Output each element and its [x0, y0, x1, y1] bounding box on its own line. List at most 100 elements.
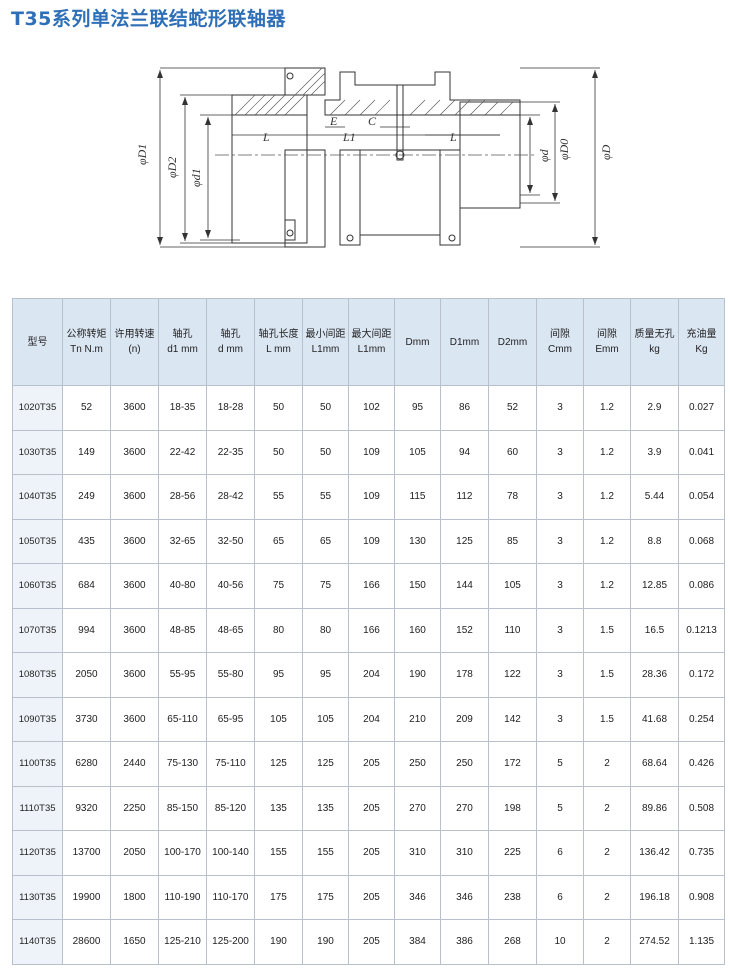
table-cell: 270 — [440, 785, 489, 831]
table-cell: 178 — [440, 652, 489, 698]
table-cell: 5 — [536, 741, 584, 787]
model-cell: 1030T35 — [12, 429, 63, 475]
table-cell: 149 — [62, 429, 111, 475]
table-cell: 85-120 — [206, 785, 255, 831]
table-cell: 89.86 — [630, 785, 679, 831]
column-header-line: D1mm — [449, 336, 480, 348]
table-cell: 10 — [536, 919, 584, 965]
table-cell: 384 — [394, 919, 441, 965]
table-cell: 95 — [394, 385, 441, 431]
label-D1: φD1 — [135, 144, 149, 165]
table-cell: 32-65 — [158, 518, 207, 564]
table-cell: 75 — [302, 563, 349, 609]
table-cell: 136.42 — [630, 830, 679, 876]
table-cell: 85 — [488, 518, 537, 564]
column-header-line: D2mm — [497, 336, 528, 348]
label-d: φd — [537, 148, 551, 162]
table-cell: 48-85 — [158, 607, 207, 653]
table-cell: 50 — [254, 429, 303, 475]
table-cell: 160 — [394, 607, 441, 653]
table-cell: 122 — [488, 652, 537, 698]
table-cell: 2 — [583, 919, 631, 965]
table-cell: 95 — [302, 652, 349, 698]
table-cell: 155 — [302, 830, 349, 876]
column-header-line: Emm — [595, 344, 619, 355]
column-header-line: 轴孔 — [172, 329, 193, 340]
table-cell: 152 — [440, 607, 489, 653]
table-cell: 1650 — [110, 919, 159, 965]
table-cell: 32-50 — [206, 518, 255, 564]
table-cell: 3 — [536, 563, 584, 609]
table-cell: 110-170 — [206, 874, 255, 920]
table-cell: 0.027 — [678, 385, 725, 431]
label-E: E — [329, 114, 338, 128]
table-cell: 28600 — [62, 919, 111, 965]
table-cell: 60 — [488, 429, 537, 475]
table-cell: 9320 — [62, 785, 111, 831]
table-cell: 65 — [254, 518, 303, 564]
table-cell: 205 — [348, 785, 395, 831]
table-cell: 209 — [440, 696, 489, 742]
column-header-line: 最大间距 — [351, 329, 392, 340]
table-cell: 196.18 — [630, 874, 679, 920]
table-cell: 6280 — [62, 741, 111, 787]
table-cell: 310 — [394, 830, 441, 876]
table-cell: 3600 — [110, 696, 159, 742]
column-header-line: d1 mm — [167, 344, 198, 355]
table-cell: 155 — [254, 830, 303, 876]
table-cell: 100-170 — [158, 830, 207, 876]
column-header-line: 轴孔 — [220, 329, 241, 340]
column-header-line: 间隙 — [597, 329, 617, 340]
table-cell: 3 — [536, 429, 584, 475]
label-L-right: L — [449, 130, 457, 144]
coupling-drawing: φD1 φD2 φd1 φd φD0 φD L E L1 C L — [135, 67, 613, 248]
table-cell: 2050 — [62, 652, 111, 698]
table-cell: 65 — [302, 518, 349, 564]
table-cell: 52 — [62, 385, 111, 431]
column-header: 间隙 Emm — [583, 298, 631, 386]
model-cell: 1080T35 — [12, 652, 63, 698]
table-cell: 125-200 — [206, 919, 255, 965]
table-cell: 130 — [394, 518, 441, 564]
table-cell: 1.135 — [678, 919, 725, 965]
column-header-line: 充油量 — [686, 329, 717, 340]
label-D2: φD2 — [165, 157, 179, 178]
table-cell: 0.086 — [678, 563, 725, 609]
table-cell: 5 — [536, 785, 584, 831]
label-d1: φd1 — [189, 168, 203, 187]
table-cell: 175 — [254, 874, 303, 920]
model-cell: 1070T35 — [12, 607, 63, 653]
table-cell: 175 — [302, 874, 349, 920]
table-cell: 1800 — [110, 874, 159, 920]
table-cell: 50 — [302, 429, 349, 475]
table-cell: 135 — [254, 785, 303, 831]
table-cell: 3600 — [110, 518, 159, 564]
table-cell: 3730 — [62, 696, 111, 742]
table-cell: 105 — [302, 696, 349, 742]
model-cell: 1040T35 — [12, 474, 63, 520]
table-cell: 95 — [254, 652, 303, 698]
table-cell: 2440 — [110, 741, 159, 787]
table-cell: 16.5 — [630, 607, 679, 653]
table-cell: 2.9 — [630, 385, 679, 431]
table-cell: 2 — [583, 830, 631, 876]
table-cell: 28.36 — [630, 652, 679, 698]
table-cell: 205 — [348, 874, 395, 920]
table-cell: 85-150 — [158, 785, 207, 831]
table-cell: 65-95 — [206, 696, 255, 742]
table-cell: 2 — [583, 874, 631, 920]
table-cell: 125 — [254, 741, 303, 787]
